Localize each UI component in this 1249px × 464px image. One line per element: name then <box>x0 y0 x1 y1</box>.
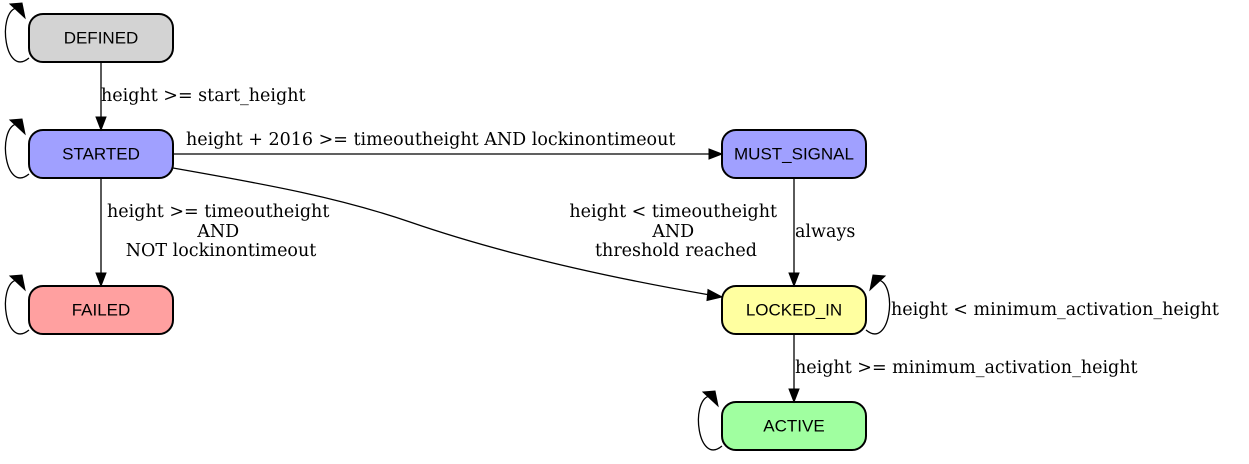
node-defined: DEFINED <box>28 13 174 63</box>
edge-label-defined-to-started: height >= start_height <box>101 86 306 106</box>
edge-label-locked-in-to-active: height >= minimum_activation_height <box>795 358 1138 378</box>
node-must-signal-label: MUST_SIGNAL <box>734 145 854 164</box>
node-active: ACTIVE <box>721 401 867 451</box>
edge-started-to-must-signal <box>173 148 724 160</box>
edge-must-signal-to-locked-in <box>788 178 800 288</box>
edge-label-started-to-locked-in-line-3: threshold reached <box>595 241 757 261</box>
node-failed-label: FAILED <box>72 301 131 320</box>
node-locked-in: LOCKED_IN <box>721 285 867 335</box>
node-started-label: STARTED <box>62 145 140 164</box>
node-active-label: ACTIVE <box>763 417 824 436</box>
edge-label-started-to-locked-in-line-2: AND <box>651 222 694 242</box>
edge-label-started-to-locked-in: height < timeoutheight AND threshold rea… <box>569 202 782 261</box>
edge-label-started-to-failed-line-2: AND <box>196 222 239 242</box>
edge-label-started-to-locked-in-line-1: height < timeoutheight <box>569 202 777 222</box>
edge-started-to-failed <box>95 178 107 288</box>
edge-locked-in-to-active <box>788 334 800 404</box>
self-loop-defined <box>4 2 30 63</box>
self-loop-active <box>697 390 723 451</box>
node-locked-in-label: LOCKED_IN <box>746 301 842 320</box>
node-defined-label: DEFINED <box>64 29 139 48</box>
self-loop-failed <box>4 274 30 335</box>
edge-label-locked-in-self: height < minimum_activation_height <box>891 300 1219 320</box>
edge-label-started-to-failed-line-1: height >= timeoutheight <box>107 202 329 222</box>
edge-label-started-to-failed: height >= timeoutheight AND NOT lockinon… <box>107 202 335 261</box>
edge-label-started-to-must-signal: height + 2016 >= timeoutheight AND locki… <box>186 130 675 150</box>
self-loop-started <box>4 118 30 179</box>
node-started: STARTED <box>28 129 174 179</box>
edge-label-started-to-failed-line-3: NOT lockinontimeout <box>126 241 317 261</box>
edge-label-must-signal-to-locked-in: always <box>795 222 855 242</box>
edge-started-to-locked-in <box>172 167 724 302</box>
node-must-signal: MUST_SIGNAL <box>721 129 867 179</box>
node-failed: FAILED <box>28 285 174 335</box>
edge-defined-to-started <box>95 62 107 132</box>
self-loop-locked-in <box>865 274 891 335</box>
